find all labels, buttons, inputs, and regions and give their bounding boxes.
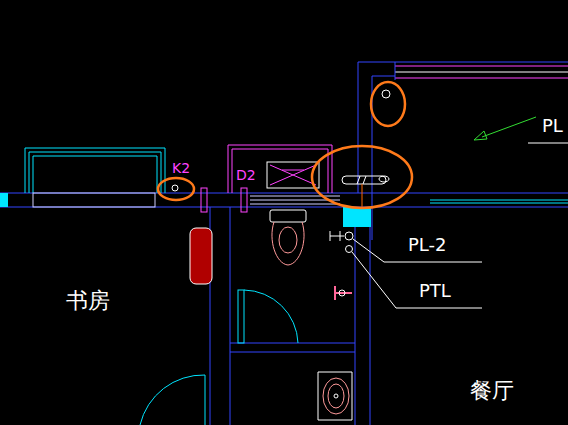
window-line xyxy=(395,72,568,73)
pipe-symbol xyxy=(345,232,353,240)
pipe-label: PL xyxy=(542,117,563,135)
exhaust-fan xyxy=(270,165,316,185)
bay-window xyxy=(29,152,161,193)
wall-line xyxy=(372,193,373,240)
door-stop xyxy=(201,188,207,212)
shaft-outline xyxy=(228,145,332,193)
window-sill xyxy=(33,193,155,207)
wall-fill xyxy=(0,193,8,207)
pointer-arrow xyxy=(474,131,487,140)
pointer-arrow xyxy=(482,117,536,137)
leader-line xyxy=(352,252,482,308)
wall-line xyxy=(372,76,395,193)
pipe-symbol xyxy=(346,246,353,253)
markup-ring xyxy=(312,146,412,208)
door-swing xyxy=(244,290,298,343)
window-line xyxy=(430,200,568,201)
room-name: 书房 xyxy=(66,290,110,312)
wall-line xyxy=(358,62,568,193)
wall-line xyxy=(230,207,231,425)
riser-pipe xyxy=(382,90,390,98)
drain-pipe xyxy=(362,184,363,207)
pipe-shaft xyxy=(343,207,371,227)
drain-pipe xyxy=(363,176,366,184)
door-swing xyxy=(140,375,205,425)
bay-window xyxy=(33,156,157,193)
window-line xyxy=(250,196,340,197)
faucet xyxy=(339,290,345,296)
toilet xyxy=(272,222,304,265)
riser-pipe xyxy=(172,185,178,191)
pipe-label: PL-2 xyxy=(408,236,447,254)
window-line xyxy=(430,203,568,204)
markup-ring xyxy=(371,82,405,126)
window-line xyxy=(395,78,568,79)
drain-pipe xyxy=(357,176,360,184)
leader-line xyxy=(528,143,568,144)
valve-symbol xyxy=(330,231,344,241)
door-leaf xyxy=(205,375,206,425)
washbasin xyxy=(328,384,344,408)
faucet xyxy=(335,286,352,300)
wall-line xyxy=(230,343,355,344)
window-line xyxy=(395,66,568,67)
wall-line xyxy=(370,207,371,425)
toilet xyxy=(270,210,306,222)
door-leaf xyxy=(238,290,244,343)
door-stop xyxy=(241,188,247,212)
markup-ring xyxy=(158,178,194,200)
room-name: 餐厅 xyxy=(470,380,514,402)
window-tag: D2 xyxy=(236,168,256,182)
window-tag: K2 xyxy=(172,161,190,175)
wall-line xyxy=(230,352,355,353)
bay-window xyxy=(25,148,165,193)
radiator xyxy=(190,228,212,284)
washbasin xyxy=(334,394,338,398)
toilet xyxy=(279,227,297,253)
pipe-label: PTL xyxy=(419,282,451,300)
washbasin xyxy=(318,372,352,420)
washbasin xyxy=(323,378,349,414)
drain-pipe xyxy=(379,176,389,182)
wall-line xyxy=(395,62,396,80)
window-line xyxy=(250,204,340,205)
